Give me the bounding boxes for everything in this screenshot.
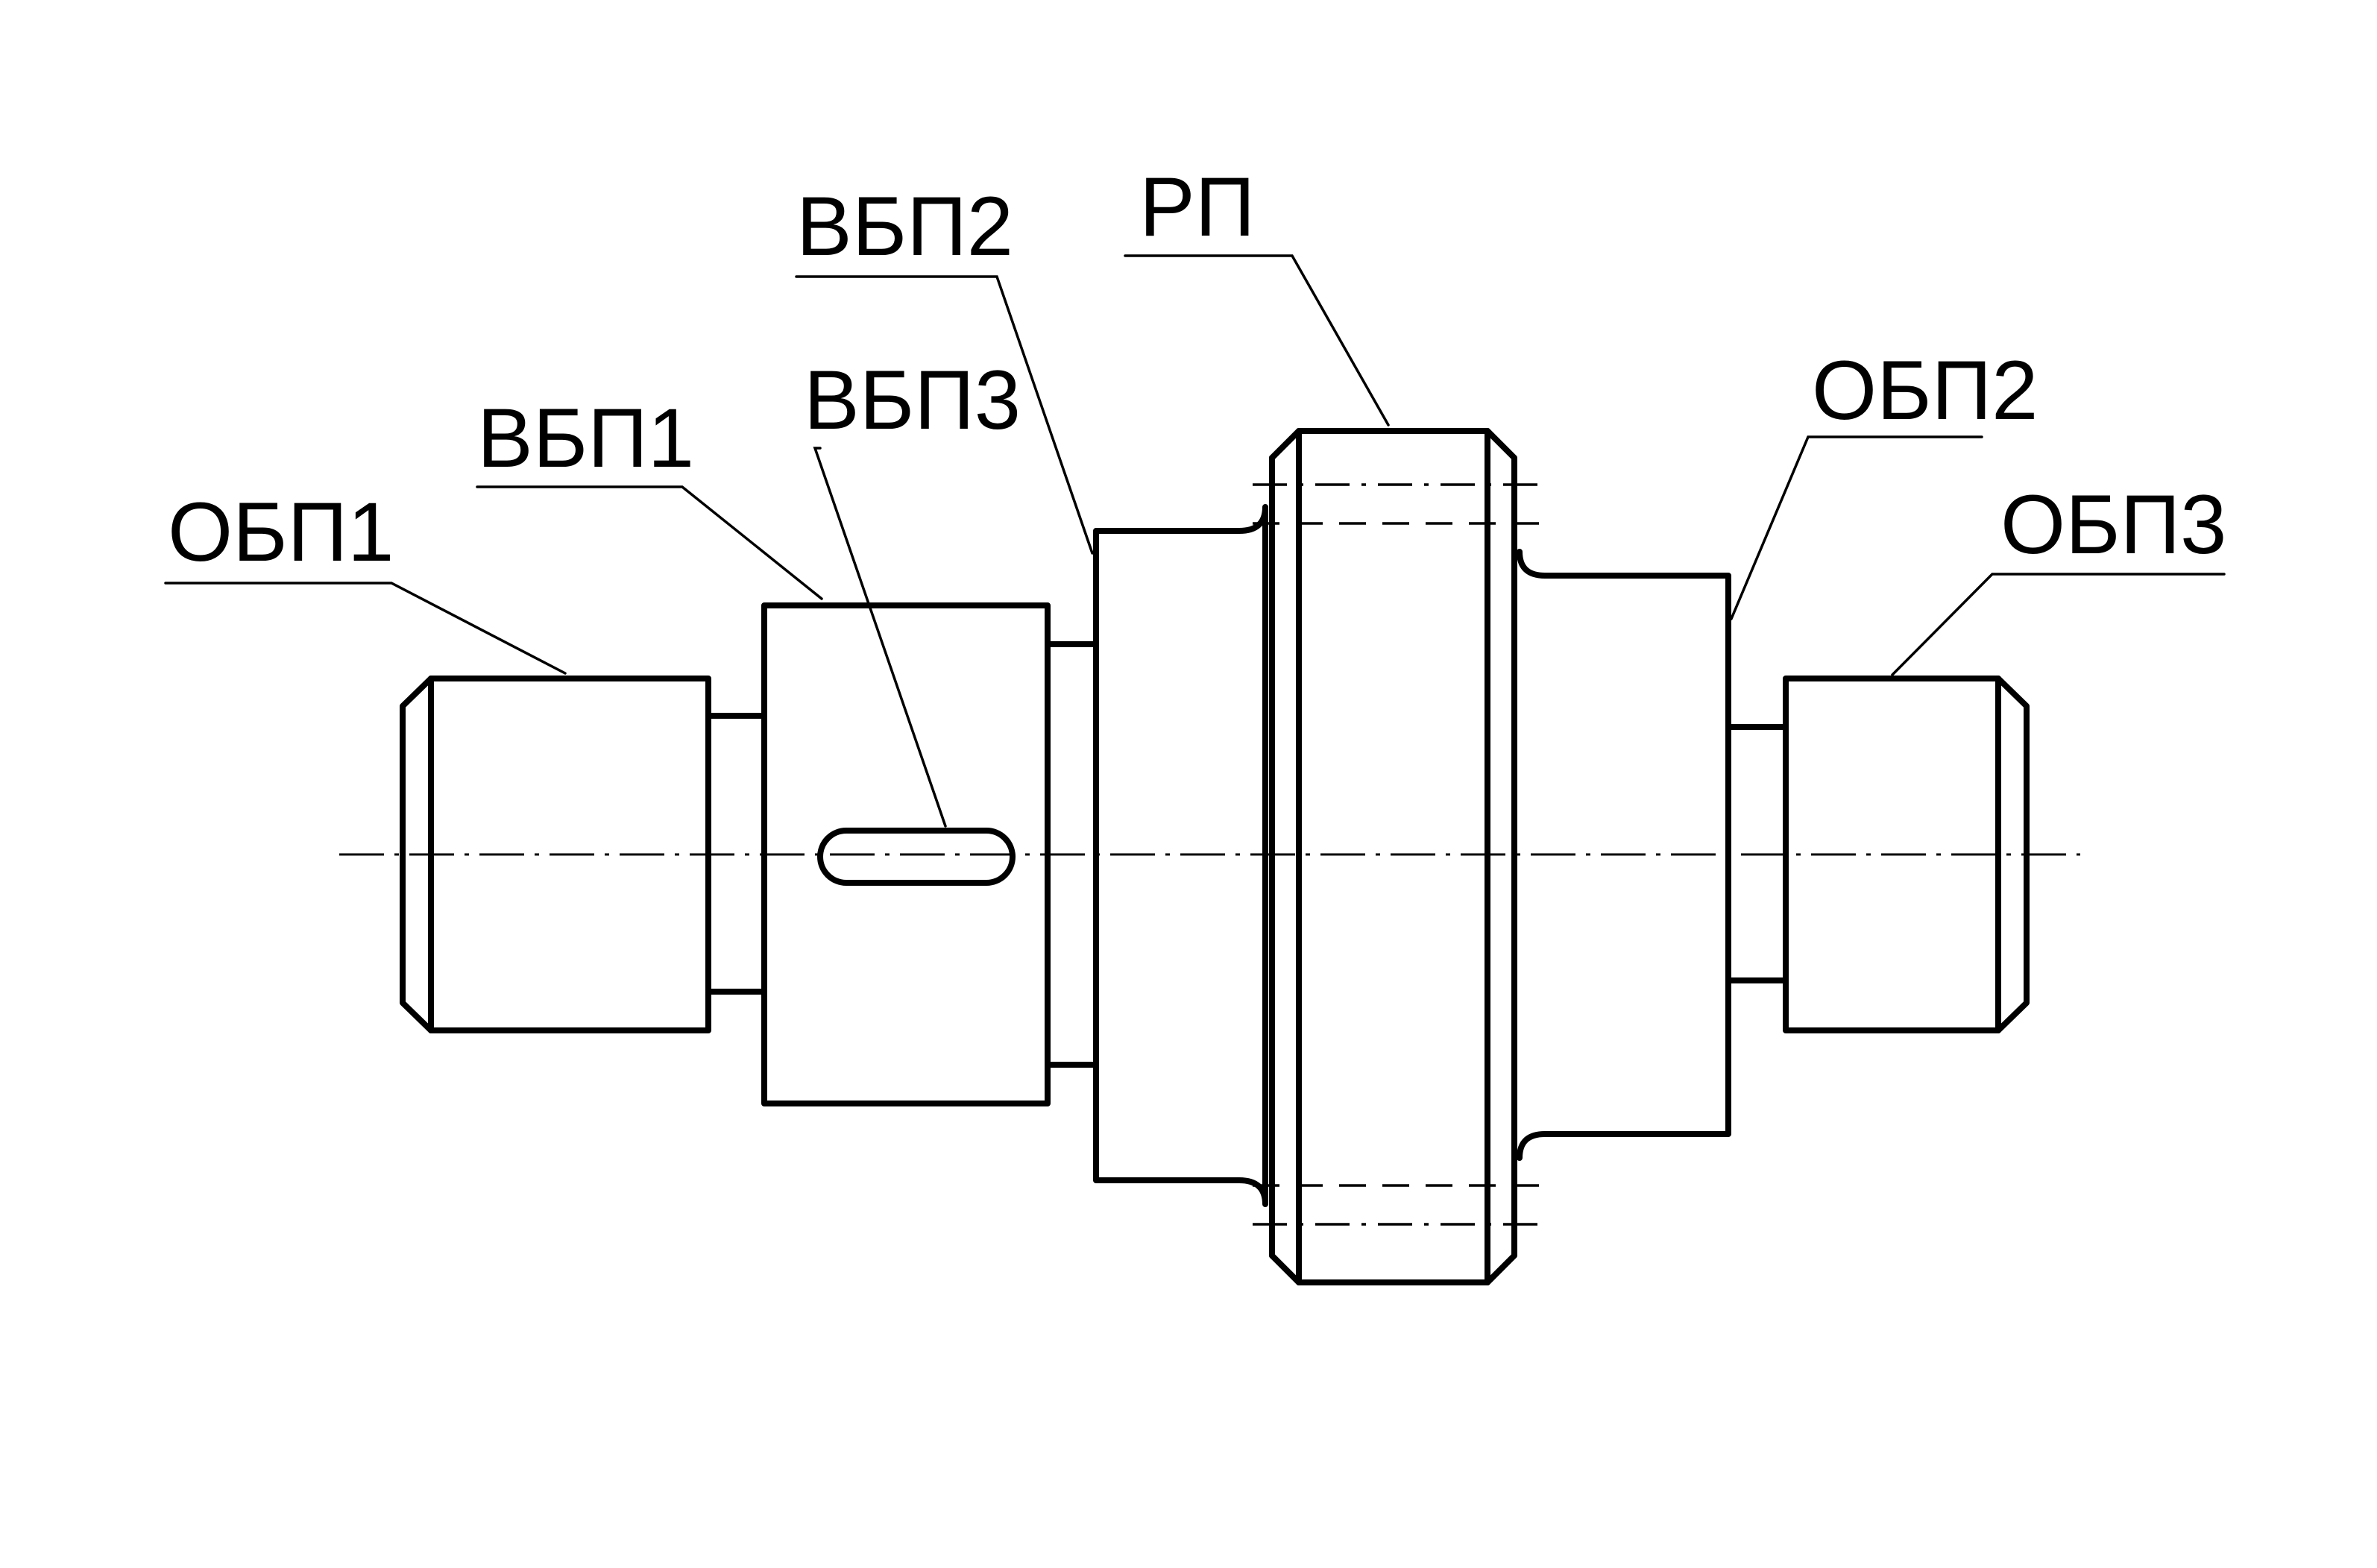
right-journal-section — [1783, 676, 2030, 1033]
keyed-section — [761, 602, 1051, 1106]
leader-obp1 — [164, 582, 567, 675]
leader-vbp3 — [813, 447, 947, 828]
left-groove-2 — [1045, 641, 1099, 1068]
leader-vbp2 — [795, 275, 1094, 555]
leader-rp — [1124, 254, 1390, 426]
label-obp1: ОБП1 — [168, 485, 394, 579]
label-obp3: ОБП3 — [2000, 478, 2226, 571]
left-journal-section — [400, 676, 711, 1033]
leader-obp3 — [1891, 573, 2226, 676]
label-vbp1: ВБП1 — [477, 391, 694, 485]
label-vbp2: ВБП2 — [796, 180, 1013, 273]
left-groove-1 — [705, 713, 767, 995]
label-obp2: ОБП2 — [1812, 344, 2038, 437]
leader-obp2 — [1730, 435, 1983, 620]
leader-lines — [164, 254, 2226, 828]
right-shoulder-section — [1517, 549, 1731, 1161]
gear-rim — [1269, 428, 1517, 1285]
label-rp: РП — [1139, 160, 1255, 254]
keyway-slot — [817, 828, 1016, 886]
left-shoulder-section — [1093, 504, 1268, 1207]
label-vbp3: ВБП3 — [804, 353, 1021, 447]
right-groove — [1725, 724, 1789, 983]
leader-vbp1 — [476, 485, 823, 600]
